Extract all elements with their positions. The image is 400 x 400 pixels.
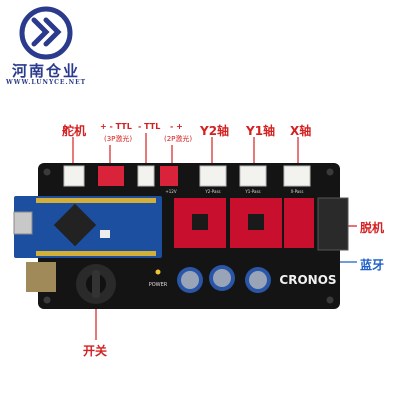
mcu-chip bbox=[53, 203, 97, 247]
stepper-driver-y1 bbox=[230, 198, 282, 248]
capacitor-1 bbox=[177, 267, 203, 293]
mount-hole bbox=[43, 168, 51, 176]
y2-connector bbox=[199, 165, 227, 187]
pin-header-bottom bbox=[36, 251, 156, 256]
power-led bbox=[155, 269, 161, 275]
driver-label-y2: Y2-Pass bbox=[204, 189, 220, 194]
label-servo: 舵机 bbox=[62, 124, 87, 138]
offline-header bbox=[317, 197, 349, 251]
pin-header-top bbox=[36, 198, 156, 203]
dc-jack bbox=[26, 262, 56, 292]
power-label: POWER bbox=[149, 282, 168, 288]
stepper-driver-y2 bbox=[174, 198, 226, 248]
label-switch: 开关 bbox=[83, 344, 108, 358]
label-x-axis: X轴 bbox=[290, 124, 312, 138]
capacitor-3 bbox=[245, 267, 271, 293]
label-2p-laser: (2P激光) bbox=[164, 135, 193, 143]
mount-hole bbox=[43, 296, 51, 304]
usb-port bbox=[13, 211, 33, 235]
label-offline: 脱机 bbox=[360, 221, 385, 235]
brand-url: WWW.LUNYCE.NET bbox=[6, 79, 87, 86]
driver-label-x: X-Pass bbox=[291, 189, 304, 194]
ttl-3p-connector bbox=[98, 166, 124, 186]
stepper-driver-x bbox=[284, 198, 314, 248]
reset-button bbox=[100, 230, 110, 238]
ttl-connector-white bbox=[137, 165, 155, 187]
y1-connector bbox=[239, 165, 267, 187]
voltage-label: +12V bbox=[165, 189, 176, 194]
mount-hole bbox=[326, 168, 334, 176]
label-y1-axis: Y1轴 bbox=[246, 124, 276, 138]
capacitor-2 bbox=[209, 265, 235, 291]
servo-connector bbox=[63, 165, 85, 187]
label-y2-axis: Y2轴 bbox=[200, 124, 230, 138]
label-2p-polarity: - + bbox=[170, 122, 183, 131]
mount-hole bbox=[326, 296, 334, 304]
label-3p-laser: (3P激光) bbox=[104, 135, 133, 143]
brand-logo-icon bbox=[19, 6, 73, 60]
label-ttl-3p: + - TTL bbox=[100, 122, 132, 131]
brand-logo: 河南仓业 WWW.LUNYCE.NET bbox=[6, 6, 86, 86]
driver-label-y1: Y1-Pass bbox=[244, 189, 260, 194]
ttl-2p-connector bbox=[160, 166, 178, 186]
x-connector bbox=[283, 165, 311, 187]
brand-name: 河南仓业 bbox=[11, 62, 80, 80]
label-bluetooth: 蓝牙 bbox=[360, 258, 385, 272]
board-brand-mark: CRONOS bbox=[279, 273, 336, 287]
label-ttl-2p: - TTL bbox=[138, 122, 161, 131]
